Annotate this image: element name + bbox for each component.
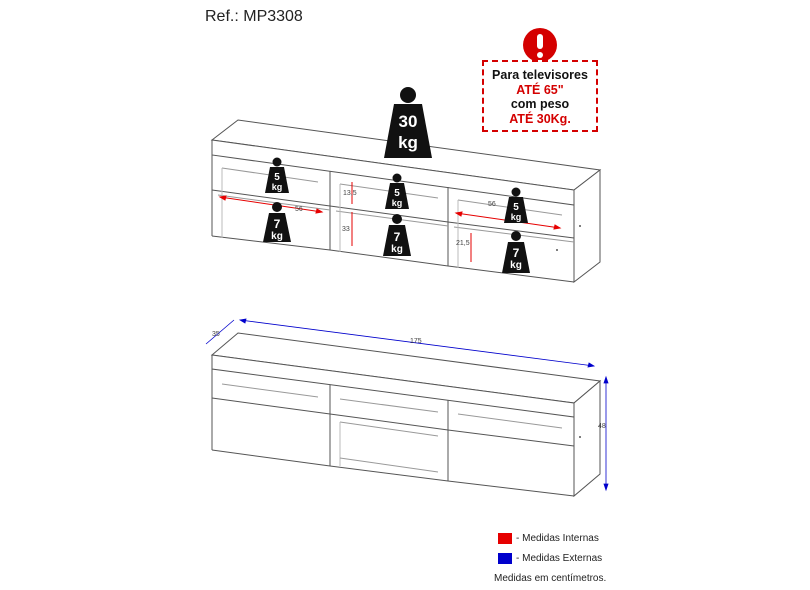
svg-text:kg: kg <box>392 198 403 208</box>
dim-width-label: 175 <box>410 338 422 345</box>
dim-left-width-line <box>219 196 323 213</box>
weight-icon-center-lower: 7 kg <box>383 214 411 256</box>
tv-capacity-warning: Para televisores ATÉ 65" com peso ATÉ 30… <box>482 60 598 132</box>
svg-text:kg: kg <box>271 231 283 242</box>
dim-height-label: 48 <box>598 423 606 430</box>
legend-external: - Medidas Externas <box>498 553 602 564</box>
warning-line-3: com peso <box>510 97 570 111</box>
warning-line-2: ATÉ 65" <box>516 82 564 97</box>
svg-text:5: 5 <box>513 202 519 213</box>
warning-line-1: Para televisores <box>492 68 588 82</box>
dim-right-width-label: 56 <box>488 201 496 208</box>
warning-icon <box>523 28 557 62</box>
weight-icon-right-lower: 7 kg <box>502 231 530 273</box>
svg-text:kg: kg <box>511 212 522 222</box>
dim-left-width-label: 56 <box>295 206 303 213</box>
svg-text:30: 30 <box>399 112 418 131</box>
top-cabinet-right-side <box>573 168 601 284</box>
svg-text:5: 5 <box>394 188 400 199</box>
svg-text:kg: kg <box>510 260 522 271</box>
weight-icon-center-upper: 5 kg <box>385 173 409 209</box>
dim-center-height-top-label: 13,5 <box>343 190 357 197</box>
reference-code: Ref.: MP3308 <box>205 8 303 25</box>
legend-internal-swatch <box>498 533 512 544</box>
svg-text:kg: kg <box>272 182 283 192</box>
weight-icon-right-upper: 5 kg <box>504 187 528 223</box>
dim-depth-line <box>205 319 235 345</box>
dim-center-height-bottom-label: 33 <box>342 226 350 233</box>
dim-right-height-label: 21,5 <box>456 240 470 247</box>
weight-icon-left-upper: 5 kg <box>265 157 289 193</box>
dim-depth-label: 35 <box>212 331 220 338</box>
legend-external-swatch <box>498 553 512 564</box>
weight-icon-30kg: 30 kg <box>384 87 432 158</box>
svg-text:7: 7 <box>394 230 401 244</box>
weight-icon-left-lower: 7 kg <box>263 202 291 242</box>
units-note: Medidas em centímetros. <box>494 573 607 584</box>
legend-internal-label: - Medidas Internas <box>516 533 599 544</box>
svg-text:5: 5 <box>274 172 280 183</box>
svg-text:kg: kg <box>391 244 403 255</box>
bottom-cabinet-right-side <box>573 379 601 498</box>
svg-text:kg: kg <box>398 133 418 152</box>
warning-line-4: ATÉ 30Kg. <box>509 111 571 126</box>
svg-text:7: 7 <box>513 246 520 260</box>
svg-text:7: 7 <box>274 217 281 231</box>
legend-external-label: - Medidas Externas <box>516 553 603 564</box>
legend-internal: - Medidas Internas <box>498 533 599 544</box>
dim-width-line <box>239 319 595 367</box>
